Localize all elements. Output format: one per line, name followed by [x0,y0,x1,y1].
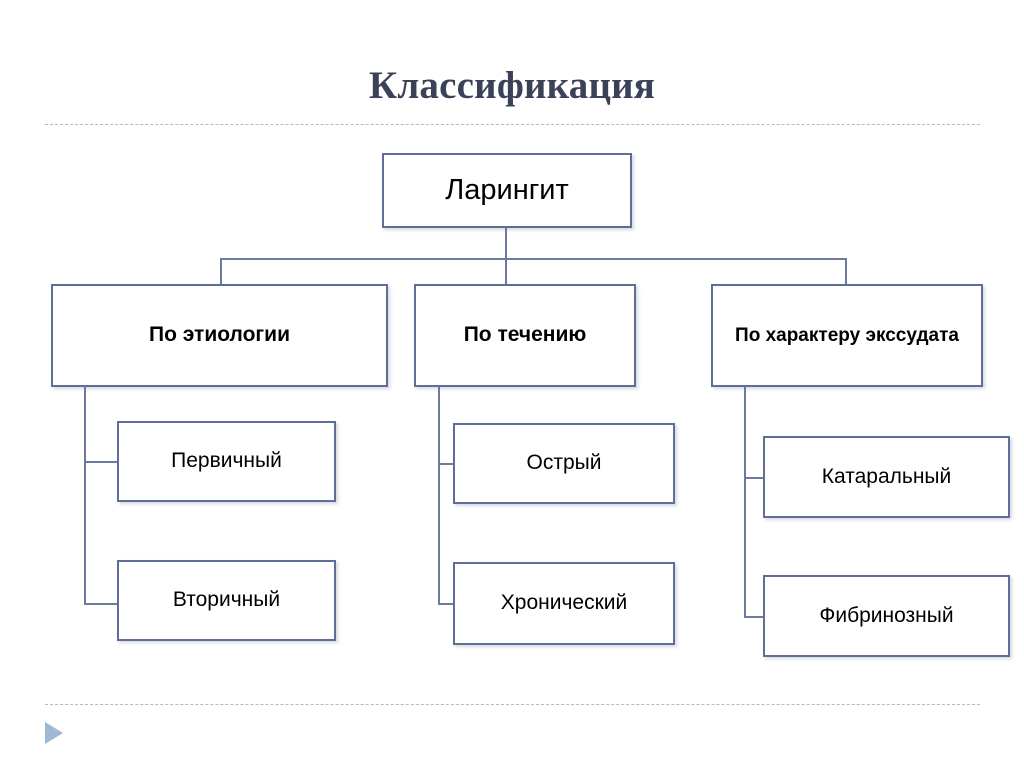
node-leaf-primary[interactable]: Первичный [117,421,336,502]
connector-root-stem [505,228,507,259]
node-leaf-catarrhal[interactable]: Катаральный [763,436,1010,518]
node-leaf-acute[interactable]: Острый [453,423,675,504]
connector-drop-exudate [845,258,847,285]
node-category-exudate[interactable]: По характеру экссудата [711,284,983,387]
divider-bottom [45,704,980,705]
node-leaf-chronic[interactable]: Хронический [453,562,675,645]
connector-root-bus [221,258,846,260]
node-category-etiology[interactable]: По этиологии [51,284,388,387]
connector-stub-exudate-1 [744,477,766,479]
connector-spine-exudate [744,387,746,618]
connector-spine-course [438,387,440,605]
divider-top [45,124,980,125]
connector-stub-exudate-2 [744,616,766,618]
connector-spine-etiology [84,387,86,605]
node-leaf-fibrinous[interactable]: Фибринозный [763,575,1010,657]
connector-stub-course-2 [438,603,464,605]
connector-stub-course-1 [438,463,464,465]
page-title: Классификация [368,64,656,107]
connector-stub-etiology-1 [84,461,117,463]
connector-drop-etiology [220,258,222,285]
triangle-right-icon[interactable] [45,722,63,744]
node-root-laryngitis[interactable]: Ларингит [382,153,632,228]
connector-drop-course [505,258,507,285]
connector-stub-etiology-2 [84,603,117,605]
node-leaf-secondary[interactable]: Вторичный [117,560,336,641]
node-category-course[interactable]: По течению [414,284,636,387]
